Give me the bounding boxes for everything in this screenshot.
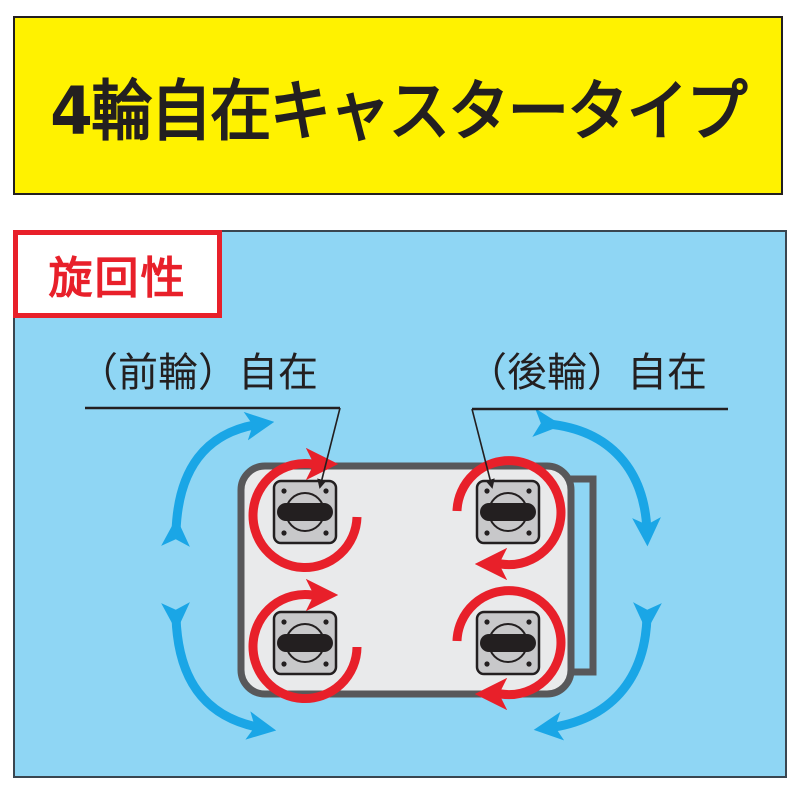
rotation-arrow-rear-top — [452, 456, 566, 581]
swing-arrow-left-bottom — [161, 602, 277, 740]
page-title: 4輪自在キャスタータイプ — [50, 72, 747, 150]
swing-arrow-left-top — [161, 411, 275, 547]
front-wheel-label: （前輪）自在 — [78, 350, 318, 396]
caster-front-bottom — [272, 610, 338, 676]
rotation-arrow-front-top — [248, 447, 362, 572]
caster-rear-top — [475, 479, 541, 545]
caster-front-top — [272, 479, 338, 545]
rotation-arrow-front-bottom — [248, 578, 362, 703]
tag-label: 旋回性 — [48, 253, 187, 304]
turning-performance-tag: 旋回性 — [13, 230, 222, 318]
swing-arrow-right-bottom — [533, 602, 662, 741]
swing-arrow-right-top — [532, 408, 661, 547]
front-label-leader — [317, 407, 341, 489]
rotation-arrow-rear-bottom — [452, 586, 566, 711]
header-banner: 4輪自在キャスタータイプ — [13, 16, 783, 195]
rear-label-leader — [471, 408, 495, 489]
rear-wheel-label: （後輪）自在 — [467, 350, 707, 396]
caster-rear-bottom — [475, 610, 541, 676]
